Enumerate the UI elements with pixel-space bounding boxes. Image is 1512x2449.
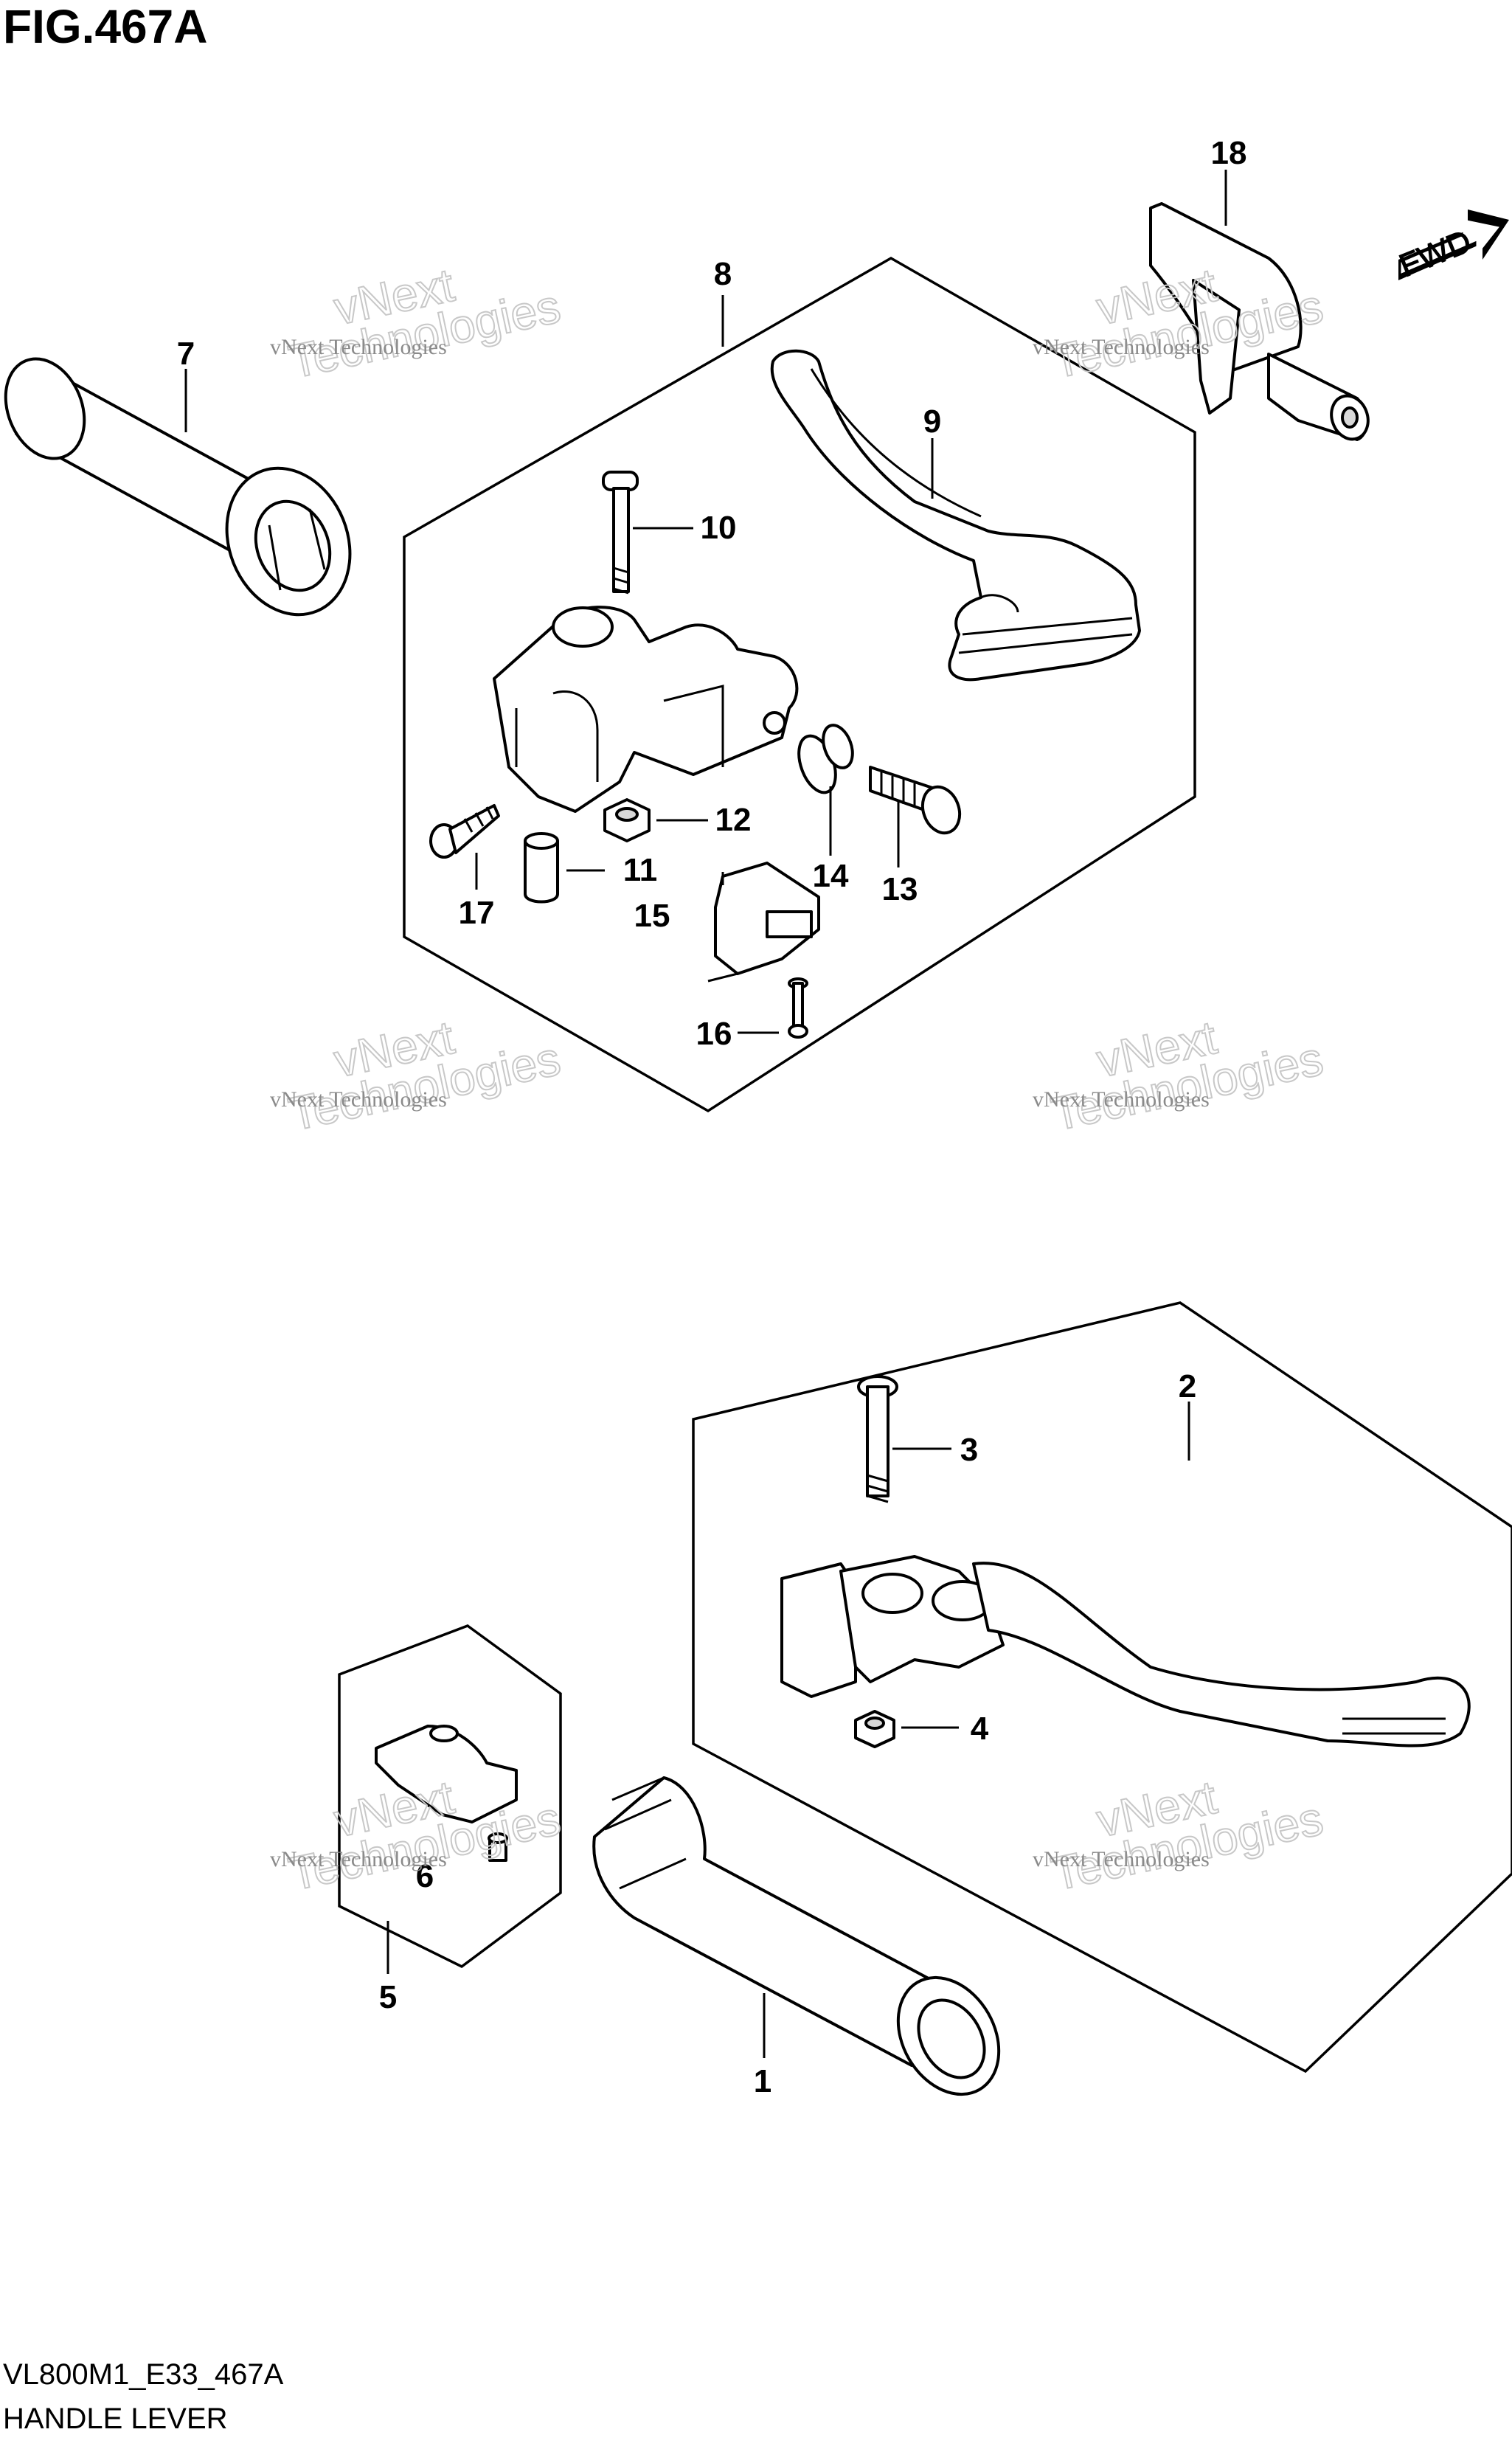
part-7-grip [4, 357, 352, 617]
callout-13: 13 [882, 871, 918, 907]
part-18-bracket [1149, 202, 1370, 441]
part-6-switch [375, 1725, 518, 1862]
callout-18: 18 [1211, 135, 1247, 171]
part-17-screw [429, 804, 500, 859]
watermark-small: vNext Technologies [270, 1847, 447, 1871]
kit-outline-2 [692, 1301, 1512, 2074]
callout-10: 10 [701, 510, 737, 546]
callout-8: 8 [714, 256, 732, 292]
callout-17: 17 [459, 895, 495, 931]
part-14-adjuster [797, 724, 854, 794]
part-15-switch [707, 862, 820, 983]
part-13-bolt [869, 766, 962, 835]
svg-text:vNext Technologies: vNext Technologies [275, 238, 564, 389]
figure-name: HANDLE LEVER [3, 2403, 228, 2435]
watermark: vNext Technologies vNext Technologies [1033, 990, 1328, 1142]
part-3-bolt [857, 1375, 898, 1503]
callout-14: 14 [813, 858, 849, 894]
part-11-collar [524, 832, 559, 904]
watermark-small: vNext Technologies [270, 335, 447, 359]
callout-7: 7 [177, 336, 195, 372]
watermark: vNext Technologies vNext Technologies [270, 990, 566, 1142]
part-2-lever [780, 1555, 1471, 1747]
callout-12: 12 [715, 802, 752, 838]
svg-text:vNext Technologies: vNext Technologies [275, 990, 564, 1141]
watermark-small: vNext Technologies [1033, 1087, 1210, 1112]
callout-6: 6 [416, 1858, 434, 1894]
svg-text:vNext Technologies: vNext Technologies [1038, 1750, 1327, 1901]
part-9-lever [770, 349, 1141, 682]
part-16-screw [788, 977, 808, 1039]
watermark-small: vNext Technologies [270, 1087, 447, 1112]
leader-lines [184, 170, 1227, 2058]
callout-2: 2 [1179, 1368, 1196, 1404]
fwd-arrow: FWD [1394, 209, 1509, 285]
callout-1: 1 [754, 2063, 771, 2099]
callout-11: 11 [623, 852, 658, 888]
figure-code: VL800M1_E33_467A [3, 2358, 284, 2391]
watermark: vNext Technologies vNext Technologies [1033, 1750, 1328, 1902]
watermark: vNext Technologies vNext Technologies [270, 238, 566, 389]
callout-5: 5 [379, 1979, 397, 2015]
part-10-bolt [602, 471, 639, 595]
callout-3: 3 [960, 1432, 978, 1468]
part-12-nut [603, 798, 651, 842]
watermark-small: vNext Technologies [1033, 335, 1210, 359]
kit-outline-8 [403, 256, 1196, 1113]
part-8-holder [493, 606, 799, 813]
part-4-nut [854, 1710, 895, 1748]
watermark-small: vNext Technologies [1033, 1847, 1210, 1871]
callout-15: 15 [634, 898, 670, 934]
callout-9: 9 [923, 403, 941, 440]
part-1-grip [592, 1776, 1001, 2096]
figure-title: FIG.467A [3, 0, 207, 53]
svg-text:vNext Technologies: vNext Technologies [1038, 990, 1327, 1141]
callout-4: 4 [971, 1711, 989, 1747]
kit-outline-5 [338, 1624, 562, 1969]
fwd-label: FWD [1394, 223, 1476, 284]
callout-labels: 1 2 3 4 5 6 7 8 9 10 11 12 13 14 15 16 1… [177, 135, 1247, 2099]
callout-16: 16 [696, 1016, 732, 1052]
